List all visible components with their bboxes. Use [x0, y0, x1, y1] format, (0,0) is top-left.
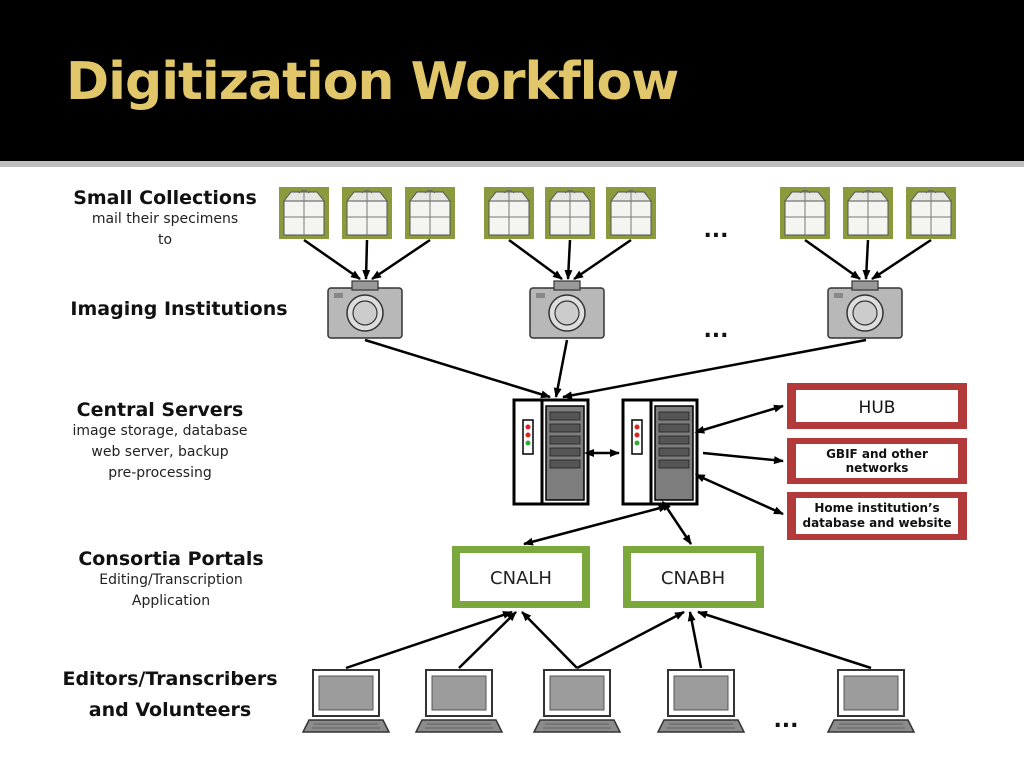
label-imaging: Imaging Institutions: [62, 298, 296, 320]
specimen-package-icon-group-3: [779, 186, 957, 240]
camera-icon: [827, 280, 903, 339]
camera-icon: [529, 280, 605, 339]
label-small-collections-heading: Small Collections: [73, 187, 257, 209]
laptop-icon: [827, 669, 915, 733]
specimen-package-icon: [779, 186, 831, 240]
label-editors-heading2: and Volunteers: [88, 699, 252, 721]
camera-icon: [327, 280, 403, 339]
central-server-icon: [621, 398, 699, 506]
specimen-package-icon-group-1: [278, 186, 456, 240]
label-central-servers: Central Servers image storage, database …: [55, 399, 265, 484]
label-portals-heading: Consortia Portals: [78, 548, 264, 570]
portal-cnabh: [623, 546, 764, 608]
ellipsis-packages: ...: [703, 218, 728, 243]
specimen-package-icon: [842, 186, 894, 240]
label-central-heading: Central Servers: [76, 399, 244, 421]
hub-label: HUB: [859, 398, 896, 418]
portal-cnalh-label: CNALH: [490, 568, 552, 589]
home-label-line2: database and website: [802, 516, 951, 530]
specimen-package-icon: [905, 186, 957, 240]
label-central-sub2: web server, backup: [91, 444, 229, 460]
specimen-package-icon-group-2: [483, 186, 657, 240]
portal-cnabh-label: CNABH: [661, 568, 725, 589]
specimen-package-icon: [404, 186, 456, 240]
laptop-to-portal-arrows: [345, 610, 872, 670]
label-central-sub3: pre-processing: [108, 465, 212, 481]
label-portals-sub1: Editing/Transcription: [99, 572, 243, 588]
label-consortia-portals: Consortia Portals Editing/Transcription …: [60, 548, 282, 612]
laptop-icon: [415, 669, 503, 733]
hub-box: [787, 383, 967, 429]
label-portals-sub2: Application: [131, 593, 211, 609]
camera-to-server-arrows: [364, 338, 867, 400]
specimen-package-icon: [605, 186, 657, 240]
laptop-icon: [302, 669, 390, 733]
specimen-package-icon: [278, 186, 330, 240]
ellipsis-laptops: ...: [773, 708, 798, 733]
server-to-output-arrows: [694, 404, 784, 516]
gbif-box: [787, 438, 967, 484]
gbif-label-line2: networks: [846, 461, 909, 475]
home-institution-box: [787, 492, 967, 540]
package-to-camera-arrows: [303, 238, 932, 281]
specimen-package-icon: [544, 186, 596, 240]
specimen-package-icon: [483, 186, 535, 240]
slide-title: Digitization Workflow: [66, 52, 679, 112]
portal-cnalh: [452, 546, 590, 608]
label-central-sub1: image storage, database: [72, 423, 248, 439]
ellipsis-cameras: ...: [703, 318, 728, 343]
label-imaging-heading: Imaging Institutions: [70, 298, 288, 320]
gbif-label-line1: GBIF and other: [826, 447, 928, 461]
server-portal-arrows: [523, 500, 693, 546]
laptop-icon: [533, 669, 621, 733]
label-editors: Editors/Transcribers and Volunteers: [50, 664, 290, 726]
home-label-line1: Home institution’s: [814, 501, 939, 515]
laptop-icon: [657, 669, 745, 733]
label-editors-heading1: Editors/Transcribers: [62, 668, 278, 690]
central-server-icon: [512, 398, 590, 506]
specimen-package-icon: [341, 186, 393, 240]
label-small-collections-sub2: to: [157, 232, 173, 248]
label-small-collections: Small Collections mail their specimens t…: [60, 187, 270, 251]
label-small-collections-sub1: mail their specimens: [91, 211, 239, 227]
